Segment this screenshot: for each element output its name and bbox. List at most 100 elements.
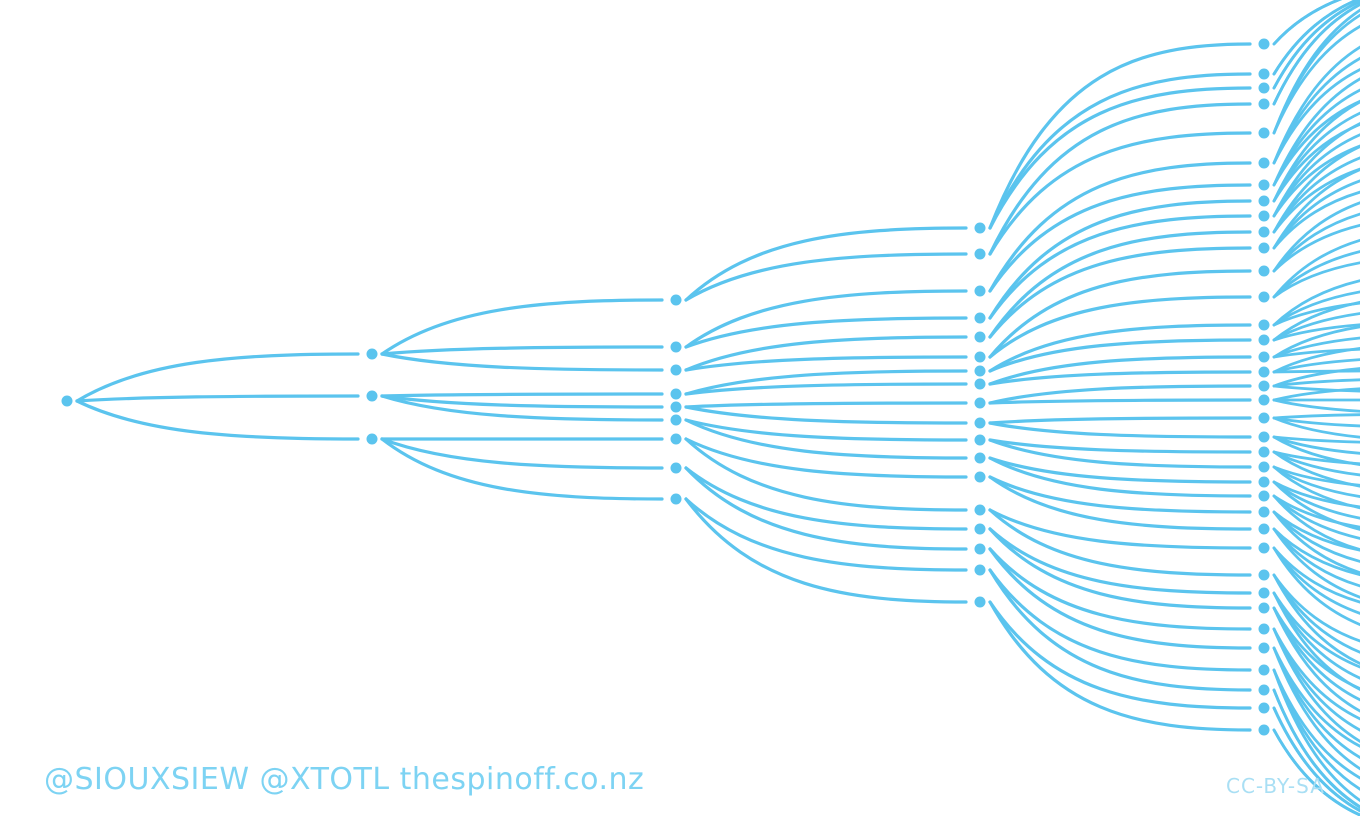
- node-dot: [1258, 623, 1270, 635]
- branch-line: [988, 199, 1252, 320]
- node-dot: [1258, 210, 1270, 222]
- branch-line: [988, 527, 1252, 595]
- node-dot: [1258, 490, 1270, 502]
- branch-line: [1272, 688, 1360, 809]
- node-dot: [366, 390, 378, 402]
- branch-line: [1272, 301, 1360, 327]
- branch-line: [1272, 573, 1360, 654]
- node-dot: [1258, 380, 1270, 392]
- branch-line: [1272, 646, 1360, 771]
- node-dot: [974, 523, 986, 535]
- branch-line: [1272, 122, 1360, 203]
- node-dot: [1258, 38, 1270, 50]
- branch-line: [988, 475, 1252, 514]
- branch-line: [988, 384, 1252, 405]
- node-dot: [1258, 542, 1270, 554]
- node-dot: [1258, 179, 1270, 191]
- branch-line: [1272, 591, 1360, 669]
- node-dot: [1258, 127, 1270, 139]
- branch-line: [1272, 494, 1360, 552]
- branch-line: [75, 394, 360, 403]
- branch-line: [1272, 510, 1360, 575]
- branch-line: [988, 475, 1252, 531]
- branch-line: [988, 370, 1252, 386]
- branch-line: [988, 131, 1252, 256]
- branch-line: [1272, 111, 1360, 203]
- branch-line: [1272, 450, 1360, 466]
- branch-line: [1272, 494, 1360, 529]
- branch-line: [1272, 156, 1360, 234]
- branch-line: [1272, 627, 1360, 732]
- branch-line: [684, 335, 968, 372]
- node-dot: [1258, 195, 1270, 207]
- branch-line: [1272, 367, 1360, 388]
- node-dot: [1258, 82, 1270, 94]
- branch-line: [988, 246, 1252, 339]
- branch-line: [1272, 606, 1360, 702]
- branch-line: [1272, 450, 1360, 488]
- node-dot: [1258, 724, 1270, 736]
- branch-line: [1272, 465, 1360, 498]
- branch-line: [1272, 546, 1360, 604]
- branch-line: [988, 269, 1252, 359]
- branch-line: [988, 323, 1252, 373]
- branch-line: [1272, 546, 1360, 615]
- branch-line: [1272, 387, 1360, 402]
- branch-line: [1272, 290, 1360, 327]
- branch-line: [1272, 68, 1360, 165]
- branch-line: [75, 352, 360, 403]
- branch-line: [1272, 77, 1360, 187]
- node-dot: [1258, 291, 1270, 303]
- node-dot: [974, 543, 986, 555]
- branch-line: [380, 392, 664, 398]
- branch-line: [380, 437, 664, 501]
- branch-line: [988, 214, 1252, 320]
- node-dot: [1258, 461, 1270, 473]
- branch-line: [1272, 646, 1360, 759]
- credit-text: @SIOUXSIEW @XTOTL thespinoff.co.nz: [44, 762, 645, 797]
- node-dot: [670, 414, 682, 426]
- branch-line: [1272, 369, 1360, 374]
- branch-line: [988, 547, 1252, 650]
- branch-line: [988, 508, 1252, 550]
- branch-line: [1272, 527, 1360, 599]
- node-dot: [1258, 157, 1270, 169]
- branch-line: [1272, 133, 1360, 218]
- branch-line: [1272, 250, 1360, 299]
- branch-line: [1272, 144, 1360, 218]
- node-dot: [1258, 446, 1270, 458]
- branch-line: [988, 547, 1252, 631]
- node-dot: [974, 434, 986, 446]
- branch-line: [1272, 510, 1360, 552]
- branch-line: [1272, 668, 1360, 791]
- branch-line: [684, 437, 968, 479]
- node-dot: [1258, 351, 1270, 363]
- branch-line: [1272, 145, 1360, 234]
- branch-line: [1272, 606, 1360, 713]
- branch-line: [988, 527, 1252, 610]
- branch-line: [684, 355, 968, 372]
- node-dot: [670, 462, 682, 474]
- branch-line: [684, 401, 968, 409]
- branch-line: [684, 418, 968, 460]
- branch-line: [988, 600, 1252, 732]
- branch-line: [380, 394, 664, 422]
- branch-line: [1272, 2, 1360, 106]
- license-text: CC-BY-SA: [1226, 774, 1325, 798]
- branch-line: [1272, 201, 1360, 273]
- branch-line: [988, 438, 1252, 469]
- branch-line: [988, 600, 1252, 710]
- node-dot: [1258, 569, 1270, 581]
- node-dot: [1258, 265, 1270, 277]
- branch-line: [380, 298, 664, 356]
- branch-line: [1272, 398, 1360, 413]
- branch-line: [1272, 413, 1360, 420]
- branch-line: [1272, 167, 1360, 234]
- node-dot: [1258, 319, 1270, 331]
- branch-line: [1272, 591, 1360, 680]
- branch-line: [1272, 336, 1360, 359]
- branch-line: [380, 437, 664, 470]
- branch-line: [1272, 0, 1343, 46]
